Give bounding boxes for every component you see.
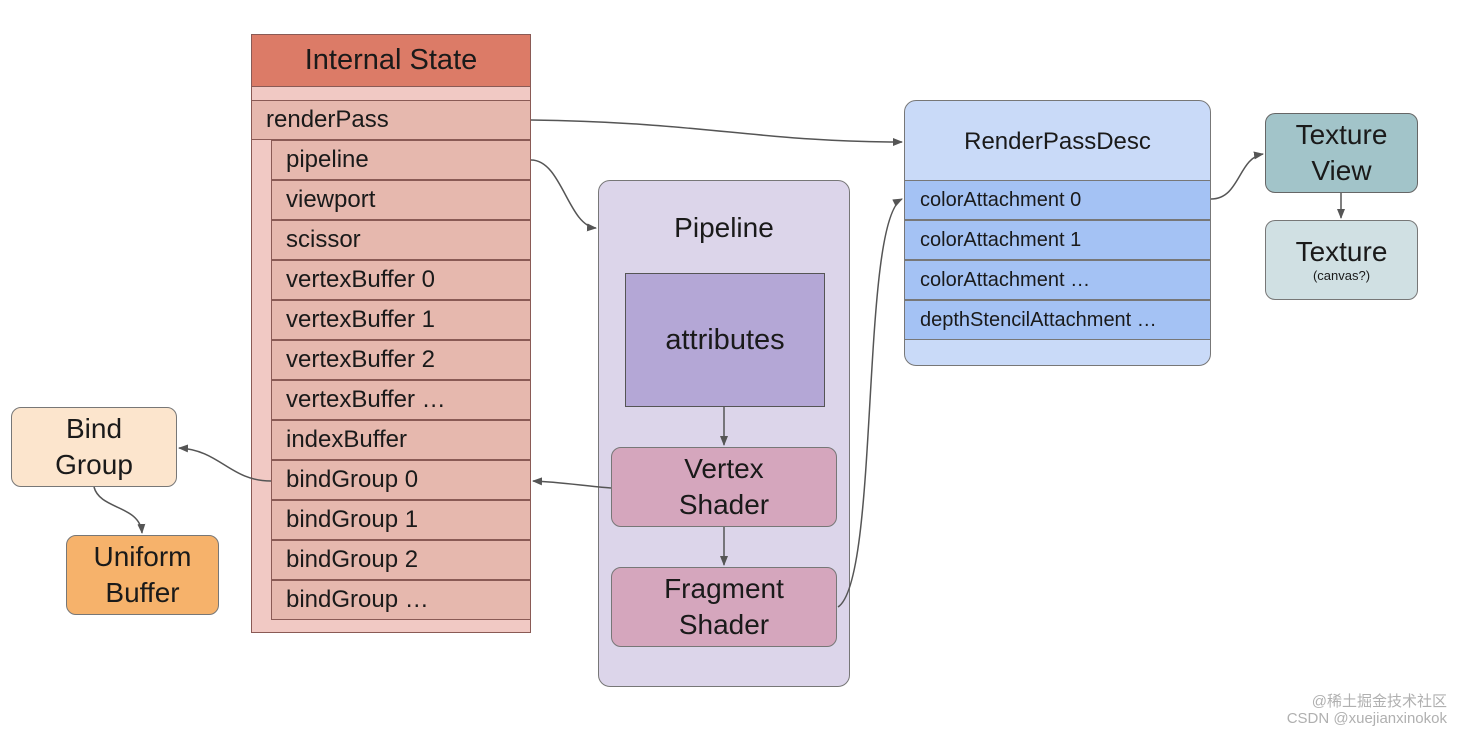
pipeline-title: Pipeline bbox=[674, 212, 774, 243]
internal-state-title: Internal State bbox=[251, 34, 531, 87]
arrow-vertex-to-bindgroup0 bbox=[532, 477, 612, 489]
uniform-buffer-label: Uniform Buffer bbox=[93, 541, 192, 608]
watermark-line2: CSDN @xuejianxinokok bbox=[1286, 710, 1447, 727]
arrow-pipeline-to-panel bbox=[530, 159, 597, 232]
internal-state-row: vertexBuffer 1 bbox=[271, 300, 531, 340]
arrow-renderpass-to-desc bbox=[530, 119, 903, 146]
texture-label: Texture bbox=[1295, 236, 1388, 267]
internal-state-row: bindGroup … bbox=[271, 580, 531, 620]
internal-state-row: pipeline bbox=[271, 140, 531, 180]
bind-group-label: Bind Group bbox=[55, 413, 133, 480]
arrow-fragment-to-colorattachment bbox=[837, 198, 903, 608]
internal-state-row: indexBuffer bbox=[271, 420, 531, 460]
internal-state-row: vertexBuffer 2 bbox=[271, 340, 531, 380]
internal-state-row: vertexBuffer 0 bbox=[271, 260, 531, 300]
arrow-bindgroup-to-uniform bbox=[93, 486, 146, 534]
arrow-bindgroup0-to-bindgroup bbox=[178, 444, 272, 482]
render-pass-desc-title: RenderPassDesc bbox=[964, 128, 1151, 155]
attributes-box: attributes bbox=[625, 273, 825, 407]
vertex-shader-label: Vertex Shader bbox=[678, 453, 770, 520]
render-pass-desc-row: depthStencilAttachment … bbox=[904, 300, 1211, 340]
texture-view-label: Texture View bbox=[1295, 119, 1388, 186]
render-pass-desc-row: colorAttachment … bbox=[904, 260, 1211, 300]
bind-group-box: Bind Group bbox=[11, 407, 177, 487]
watermark: @稀土掘金技术社区 CSDN @xuejianxinokok bbox=[1287, 693, 1447, 727]
internal-state-row: bindGroup 0 bbox=[271, 460, 531, 500]
texture-view-box: Texture View bbox=[1265, 113, 1418, 193]
watermark-line1: @稀土掘金技术社区 bbox=[1311, 693, 1447, 710]
internal-state-row: vertexBuffer … bbox=[271, 380, 531, 420]
render-pass-desc-row: colorAttachment 1 bbox=[904, 220, 1211, 260]
texture-box: Texture (canvas?) bbox=[1265, 220, 1418, 300]
texture-sublabel: (canvas?) bbox=[1312, 268, 1371, 283]
internal-state-row: bindGroup 1 bbox=[271, 500, 531, 540]
uniform-buffer-box: Uniform Buffer bbox=[66, 535, 219, 615]
render-pass-row: renderPass bbox=[251, 100, 531, 140]
arrow-colorattachment-to-textureview bbox=[1210, 151, 1264, 200]
fragment-shader-box: Fragment Shader bbox=[611, 567, 837, 647]
internal-state-row: bindGroup 2 bbox=[271, 540, 531, 580]
render-pass-desc-row: colorAttachment 0 bbox=[904, 180, 1211, 220]
internal-state-row: scissor bbox=[271, 220, 531, 260]
vertex-shader-box: Vertex Shader bbox=[611, 447, 837, 527]
fragment-shader-label: Fragment Shader bbox=[664, 573, 784, 640]
internal-state-row: viewport bbox=[271, 180, 531, 220]
